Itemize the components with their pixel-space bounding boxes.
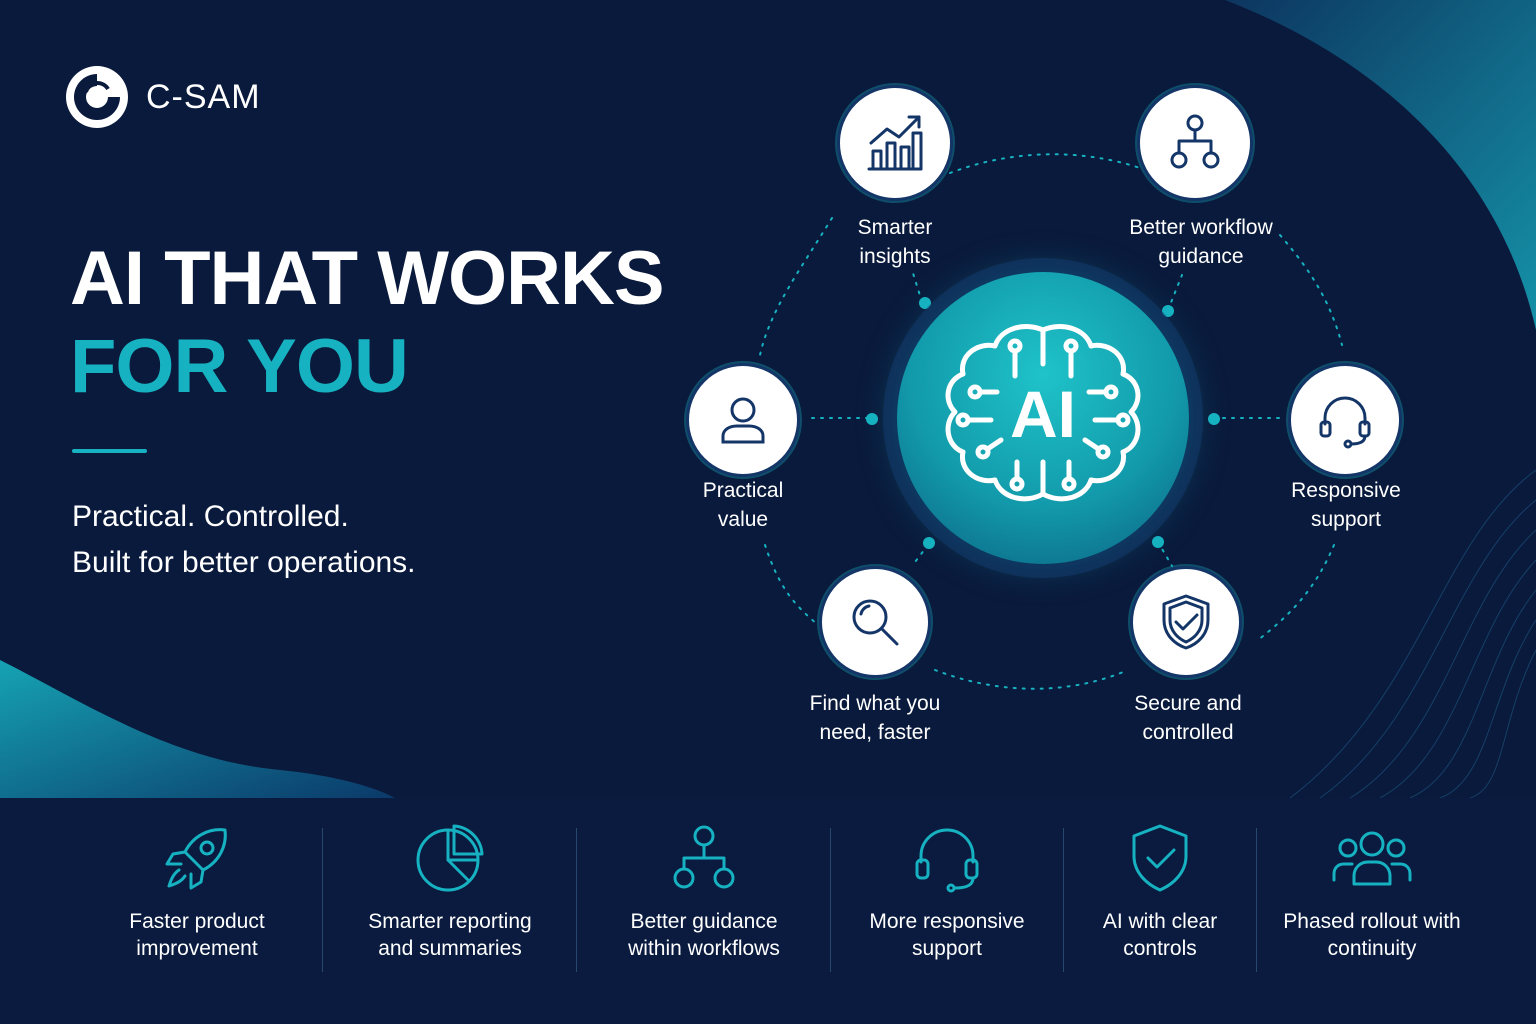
search-icon [852,599,899,646]
node-find [819,566,931,678]
ai-center-hub: AI [897,272,1189,564]
node-secure [1130,566,1242,678]
headset-icon [915,828,979,893]
shield-check-icon [1132,824,1188,892]
headset-icon [1319,396,1371,449]
accent-divider [72,449,147,453]
workflow-hierarchy-icon [1170,114,1220,169]
divider [576,828,577,972]
title-line-2: FOR YOU [70,324,409,409]
hero-subtitle: Practical. Controlled. Built for better … [72,494,416,586]
subtitle-line-1: Practical. Controlled. [72,500,349,533]
title-line-1: AI THAT WORKS [70,236,665,321]
user-icon [721,397,765,444]
node-workflow [1137,85,1253,201]
chart-growth-icon [867,115,923,171]
subtitle-line-2: Built for better operations. [72,546,416,579]
page-title: AI THAT WORKS FOR YOU [70,235,665,411]
node-value [686,363,800,477]
csam-logo-icon [66,66,128,128]
ai-center-label: AI [1010,377,1076,451]
shield-check-icon [1162,594,1210,650]
ai-brain-icon: AI [945,324,1141,502]
rocket-icon [165,828,227,890]
workflow-hierarchy-icon [673,825,735,889]
node-support [1288,363,1402,477]
divider [830,828,831,972]
brand-name: C-SAM [146,77,261,116]
divider [1256,828,1257,972]
divider [1063,828,1064,972]
brand-logo: C-SAM [62,62,261,132]
node-insights [837,85,953,201]
pie-chart-icon [416,824,484,892]
people-group-icon [1332,831,1412,886]
divider [322,828,323,972]
